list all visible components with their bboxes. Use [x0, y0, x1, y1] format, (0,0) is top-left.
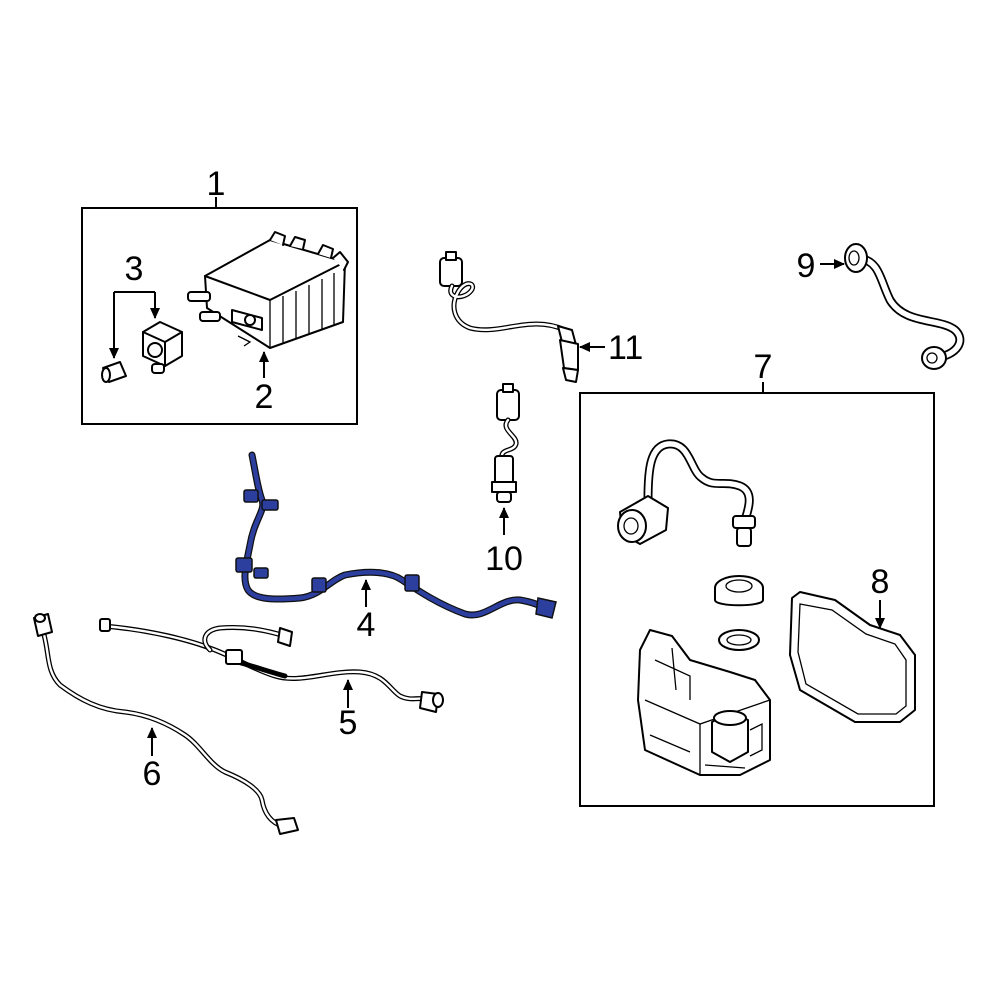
callout-9[interactable]: 9 [797, 247, 816, 285]
callout-6[interactable]: 6 [143, 755, 162, 793]
oxygen-sensor-downstream[interactable] [491, 383, 520, 503]
callout-8[interactable]: 8 [871, 563, 890, 601]
vapor-canister[interactable] [187, 231, 349, 349]
callout-10[interactable]: 10 [485, 540, 523, 578]
reservoir-tank[interactable] [637, 629, 771, 776]
wiring-harness-highlighted[interactable] [235, 451, 557, 619]
callout-3[interactable]: 3 [125, 250, 144, 288]
canister-fitting[interactable] [101, 361, 127, 383]
callout-11[interactable]: 11 [608, 329, 643, 367]
pump-kit-box [579, 392, 935, 807]
vapor-hose[interactable] [844, 243, 965, 370]
callout-2[interactable]: 2 [255, 378, 274, 416]
pump-seal-ring[interactable] [718, 629, 760, 651]
callout-1[interactable]: 1 [207, 165, 226, 203]
canister-kit-box [81, 207, 358, 425]
pump-kit-group: 7 [579, 348, 935, 807]
reservoir-gasket[interactable] [789, 591, 916, 723]
pump-pipe[interactable] [617, 439, 756, 547]
oxygen-sensor-upstream[interactable] [439, 251, 579, 383]
canister-kit-group: 1 2 3 [81, 165, 358, 425]
canister-filter[interactable] [142, 321, 183, 374]
pump-grommet[interactable] [714, 575, 764, 607]
wiring-harness-6[interactable] [33, 613, 299, 835]
callout-5[interactable]: 5 [339, 704, 358, 742]
callout-4[interactable]: 4 [357, 606, 376, 644]
callout-7[interactable]: 7 [754, 348, 773, 386]
wiring-harness-5[interactable] [99, 618, 444, 713]
